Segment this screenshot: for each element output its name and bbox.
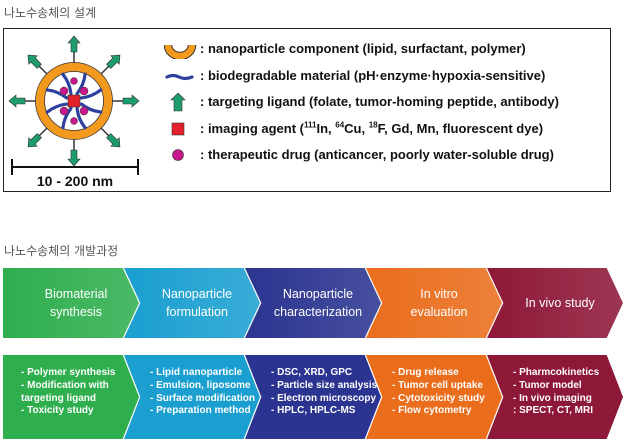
detail-item: - Drug release [392,367,459,378]
biodegradable-spoke [75,106,87,130]
biodegradable-spoke [75,72,87,96]
stage-label-line2: synthesis [49,305,103,319]
legend-row-component: : nanoparticle component (lipid, surfact… [164,39,604,66]
detail-item: - Cytotoxicity study [392,392,485,404]
detail-nanoparticle-characterization: - DSC, XRD, GPC- Particle size analysis-… [245,355,381,439]
stage-in-vivo-study: In vivo study [487,268,623,338]
detail-item: - Toxicity study [21,405,94,417]
detail-item: - HPLC, HPLC-MS [271,405,356,417]
detail-item: : SPECT, CT, MRI [513,405,594,417]
legend-imaging-text: : imaging agent (111In, 64Cu, 18F, Gd, M… [200,120,544,136]
targeting-ligand [100,54,121,75]
targeting-ligand [100,127,121,148]
detail-item: - DSC, XRD, GPC [271,367,353,378]
detail-item: - Modification with [21,379,109,391]
drug-top-left [59,86,69,96]
detail-item: - Surface modification [150,392,256,404]
stage-label-line2: evaluation [410,305,468,319]
process-section-title: 나노수송체의 개발과정 [4,244,119,258]
detail-in-vitro-evaluation: - Drug release- Tumor cell uptake- Cytot… [366,355,502,439]
detail-item: - Polymer synthesis [21,367,116,378]
design-diagram-box: 10 - 200 nm : nanoparticle component (li… [3,28,611,192]
stage-biomaterial-synthesis: Biomaterial synthesis [3,268,139,338]
stage-label-line1: Nanoparticle [282,287,354,301]
legend-drug-text: : therapeutic drug (anticancer, poorly w… [200,147,554,162]
stage-label-line1: Biomaterial [44,287,108,301]
drug-bottom [70,117,78,125]
drug-top [70,77,78,85]
targeting-ligand [67,35,81,63]
biodegradable-spoke [79,88,103,100]
legend-component-text: : nanoparticle component (lipid, surfact… [200,41,526,56]
targeting-ligand [8,94,36,108]
stage-nanoparticle-characterization: Nanoparticle characterization [245,268,381,338]
biodegradable-spoke [45,102,69,114]
legend-material-text: : biodegradable material (pH·enzyme·hypo… [200,67,546,83]
detail-biomaterial-synthesis: - Polymer synthesis- Modification with t… [3,355,139,439]
legend-row-ligand: : targeting ligand (folate, tumor-homing… [164,92,604,119]
stage-label-line1: Nanoparticle [161,287,233,301]
legend-row-imaging: : imaging agent (111In, 64Cu, 18F, Gd, M… [164,119,604,146]
legend-row-drug: : therapeutic drug (anticancer, poorly w… [164,145,604,172]
detail-item: - Electron microscopy [271,392,377,404]
design-section-title: 나노수송체의 설계 [4,6,97,20]
magenta-circle-icon [172,149,184,161]
nanoparticle-ring-inner-outline [44,71,104,131]
biodegradable-material-spokes [45,72,103,130]
legend-row-material: : biodegradable material (pH·enzyme·hypo… [164,66,604,93]
wavy-line-icon [165,73,194,80]
size-label: 10 - 200 nm [37,173,113,189]
biodegradable-spoke [61,106,73,130]
detail-item: - Emulsion, liposome [150,379,251,391]
targeting-ligand [27,54,48,75]
process-detail-row: - Polymer synthesis- Modification with t… [0,355,636,439]
detail-item: - Pharmcokinetics [513,367,600,378]
targeting-ligand [112,94,140,108]
detail-item: - Preparation method [150,405,251,417]
half-ring-icon [164,44,197,59]
nanoparticle-ring-outline [35,62,113,140]
stage-label-line1: In vitro [420,287,458,301]
stage-label-line2: characterization [273,305,363,319]
stage-label-line2: formulation [166,305,228,319]
detail-item: - Tumor cell uptake [392,379,483,391]
stage-nanoparticle-formulation: Nanoparticle formulation [124,268,260,338]
detail-item: - In vivo imaging [513,392,592,404]
biodegradable-spoke [61,72,73,96]
targeting-ligand [27,127,48,148]
detail-item: - Flow cytometry [392,405,472,417]
detail-item: targeting ligand [21,392,96,404]
biodegradable-spoke [45,88,69,100]
detail-item: - Tumor model [513,379,582,391]
targeting-ligand [67,139,81,167]
biodegradable-spoke [79,102,103,114]
imaging-agent-center [67,94,81,108]
detail-item: - Particle size analysis [271,379,378,391]
detail-in-vivo-study: - Pharmcokinetics- Tumor model- In vivo … [487,355,623,439]
targeting-ligand-group [8,35,140,167]
stage-label-line1: In vivo study [525,296,595,310]
process-stage-row: Biomaterial synthesis Nanoparticle formula… [0,268,636,338]
ligand-arrow-icon [170,92,186,112]
detail-nanoparticle-formulation: - Lipid nanoparticle- Emulsion, liposome… [124,355,260,439]
detail-item: - Lipid nanoparticle [150,367,243,378]
legend-ligand-text: : targeting ligand (folate, tumor-homing… [200,94,559,109]
nanoparticle-ring [35,62,113,140]
legend: : nanoparticle component (lipid, surfact… [164,39,604,172]
stage-in-vitro-evaluation: In vitro evaluation [366,268,502,338]
drug-bottom-left [59,106,69,116]
nanocarrier-illustration: 10 - 200 nm [8,35,140,189]
red-square-icon [171,122,185,135]
drug-bottom-right [79,106,89,116]
drug-top-right [79,86,89,96]
